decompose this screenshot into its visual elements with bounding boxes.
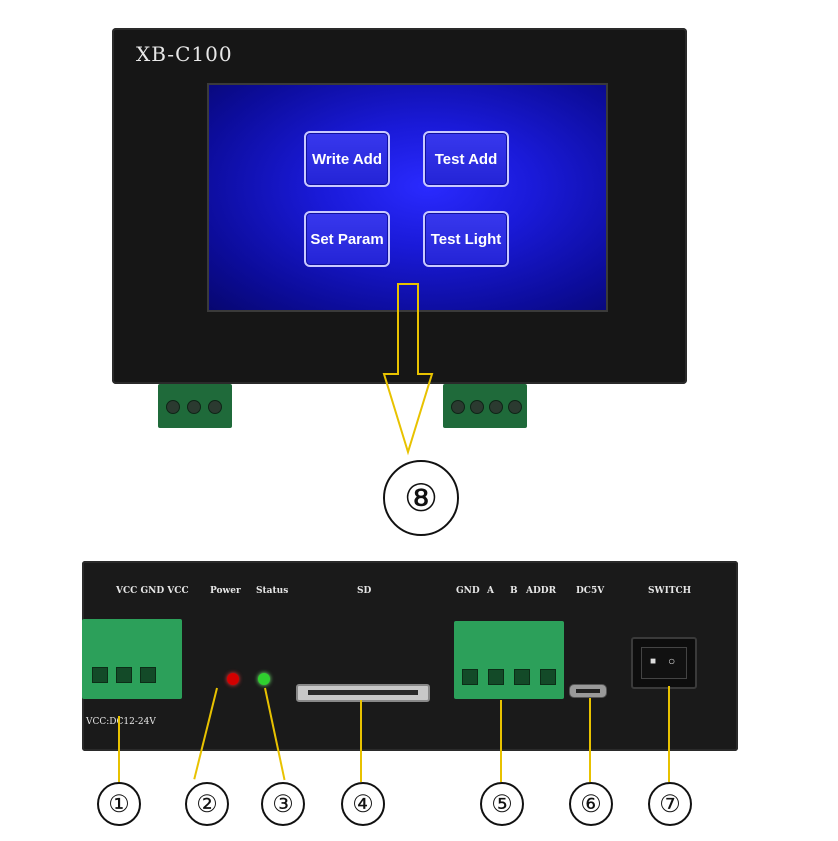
callout-7: ⑦ <box>648 782 692 826</box>
sd-label: SD <box>357 586 372 596</box>
terminal-slot <box>540 669 556 685</box>
terminal-slot <box>462 669 478 685</box>
callout-4: ④ <box>341 782 385 826</box>
write-add-button[interactable]: Write Add <box>304 131 390 187</box>
callout-1: ① <box>97 782 141 826</box>
screw-icon <box>470 400 484 414</box>
switch-off-mark: ■ <box>650 656 657 667</box>
screw-icon <box>451 400 465 414</box>
power-label: Power <box>210 586 241 596</box>
screw-icon <box>208 400 222 414</box>
screw-icon <box>489 400 503 414</box>
switch-rocker[interactable]: ■ ○ <box>641 647 687 679</box>
dc5v-label: DC5V <box>576 586 605 596</box>
power-terminal <box>82 619 182 699</box>
terminal-slot <box>488 669 504 685</box>
sd-card-slot[interactable] <box>296 684 430 702</box>
controller-rear-panel: VCC GND VCC Power Status SD GND A B ADDR… <box>82 561 738 751</box>
top-terminal-right <box>443 384 527 428</box>
callout-line-4 <box>360 700 362 782</box>
rs485-terminal <box>454 621 564 699</box>
micro-usb-port[interactable] <box>569 684 607 698</box>
callout-line-6 <box>589 698 591 782</box>
callout-5: ⑤ <box>480 782 524 826</box>
screw-icon <box>166 400 180 414</box>
addr-label: ADDR <box>526 586 557 596</box>
terminal-slot <box>92 667 108 683</box>
callout-2: ② <box>185 782 229 826</box>
b-label: B <box>510 586 518 596</box>
callout-line-1 <box>118 716 120 782</box>
screw-icon <box>187 400 201 414</box>
callout-line-5 <box>500 700 502 782</box>
terminal-slot <box>140 667 156 683</box>
top-terminal-left <box>158 384 232 428</box>
set-param-button[interactable]: Set Param <box>304 211 390 267</box>
callout-8: ⑧ <box>383 460 459 536</box>
callout-6: ⑥ <box>569 782 613 826</box>
switch-on-mark: ○ <box>668 654 676 668</box>
touch-screen: Write Add Test Add Set Param Test Light <box>207 83 608 312</box>
controller-front-panel: XB-C100 Write Add Test Add Set Param Tes… <box>112 28 687 384</box>
callout-line-7 <box>668 686 670 782</box>
terminal-slot <box>514 669 530 685</box>
model-label: XB-C100 <box>136 42 233 66</box>
vcc-gnd-vcc-label: VCC GND VCC <box>116 586 189 596</box>
terminal-slot <box>116 667 132 683</box>
callout-3: ③ <box>261 782 305 826</box>
test-light-button[interactable]: Test Light <box>423 211 509 267</box>
status-label: Status <box>256 586 289 596</box>
status-led-icon <box>258 673 270 685</box>
power-switch[interactable]: ■ ○ <box>631 637 697 689</box>
vcc-voltage-note: VCC:DC12-24V <box>86 717 156 727</box>
screw-icon <box>508 400 522 414</box>
switch-label: SWITCH <box>648 586 692 596</box>
test-add-button[interactable]: Test Add <box>423 131 509 187</box>
power-led-icon <box>227 673 239 685</box>
down-arrow-icon <box>382 283 434 456</box>
a-label: A <box>487 586 494 596</box>
gnd-label: GND <box>456 586 480 596</box>
